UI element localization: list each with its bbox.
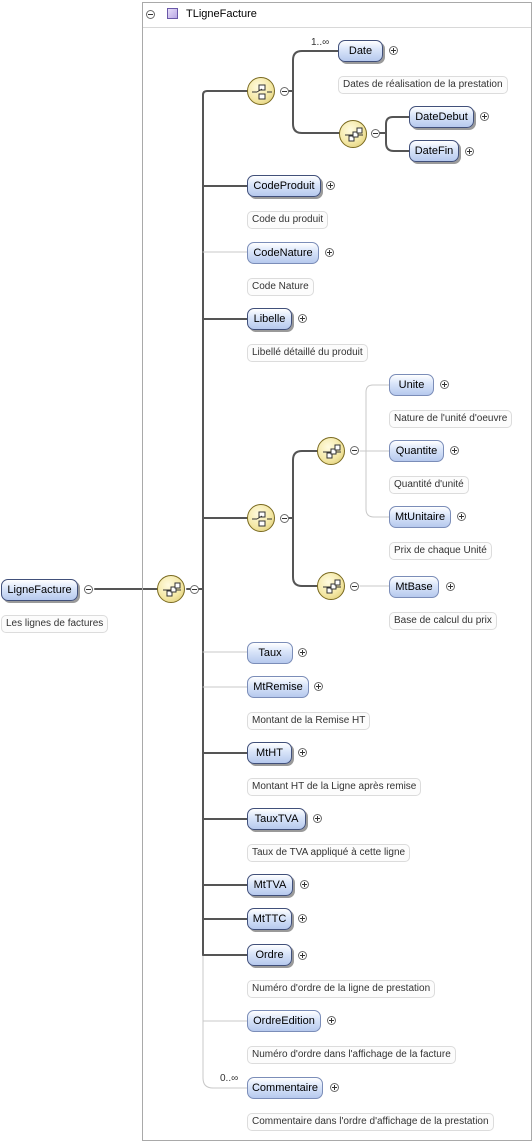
note-libelle: Libellé détaillé du produit bbox=[247, 344, 368, 362]
collapse-lignefacture-icon[interactable] bbox=[84, 585, 93, 594]
note-mtremise: Montant de la Remise HT bbox=[247, 712, 371, 730]
sequence-compositor-unit-base-icon[interactable] bbox=[317, 572, 345, 600]
element-date[interactable]: Date bbox=[338, 40, 383, 62]
element-commentaire[interactable]: Commentaire bbox=[247, 1077, 323, 1099]
expand-ordreedition-icon[interactable] bbox=[327, 1016, 336, 1025]
cardinality-date: 1..∞ bbox=[311, 37, 330, 48]
element-mtremise[interactable]: MtRemise bbox=[247, 676, 309, 698]
element-mtunitaire[interactable]: MtUnitaire bbox=[389, 506, 451, 528]
expand-date-icon[interactable] bbox=[389, 46, 398, 55]
expand-datefin-icon[interactable] bbox=[465, 147, 474, 156]
element-ordreedition[interactable]: OrdreEdition bbox=[247, 1010, 321, 1032]
collapse-unit-choice-icon[interactable] bbox=[280, 514, 289, 523]
element-taux[interactable]: Taux bbox=[247, 642, 293, 664]
sequence-compositor-icon[interactable] bbox=[157, 575, 185, 603]
element-datedebut[interactable]: DateDebut bbox=[409, 106, 474, 128]
element-mttva[interactable]: MtTVA bbox=[247, 874, 293, 896]
note-ordreedition: Numéro d'ordre dans l'affichage de la fa… bbox=[247, 1046, 456, 1064]
expand-mttva-icon[interactable] bbox=[300, 880, 309, 889]
expand-codenature-icon[interactable] bbox=[325, 248, 334, 257]
element-codenature[interactable]: CodeNature bbox=[247, 242, 319, 264]
expand-unite-icon[interactable] bbox=[440, 380, 449, 389]
collapse-main-sequence-icon[interactable] bbox=[190, 585, 199, 594]
expand-mtbase-icon[interactable] bbox=[446, 582, 455, 591]
expand-ordre-icon[interactable] bbox=[298, 951, 307, 960]
expand-libelle-icon[interactable] bbox=[298, 314, 307, 323]
note-tauxtva: Taux de TVA appliqué à cette ligne bbox=[247, 844, 411, 862]
note-date: Dates de réalisation de la prestation bbox=[338, 76, 508, 94]
collapse-type-icon[interactable] bbox=[146, 10, 155, 19]
element-mtht[interactable]: MtHT bbox=[247, 742, 292, 764]
note-mtbase: Base de calcul du prix bbox=[389, 612, 497, 630]
complex-type-frame bbox=[142, 2, 532, 1141]
element-codeproduit[interactable]: CodeProduit bbox=[247, 175, 321, 197]
choice-compositor-unit-icon[interactable] bbox=[247, 504, 275, 532]
complex-type-icon bbox=[167, 8, 178, 19]
expand-mtttc-icon[interactable] bbox=[298, 914, 307, 923]
expand-tauxtva-icon[interactable] bbox=[313, 814, 322, 823]
frame-divider bbox=[143, 27, 531, 28]
element-quantite[interactable]: Quantite bbox=[389, 440, 444, 462]
element-tauxtva[interactable]: TauxTVA bbox=[247, 808, 306, 830]
cardinality-commentaire: 0..∞ bbox=[220, 1073, 239, 1084]
expand-commentaire-icon[interactable] bbox=[330, 1083, 339, 1092]
note-lignefacture: Les lignes de factures bbox=[1, 615, 109, 633]
sequence-compositor-date-range-icon[interactable] bbox=[339, 120, 367, 148]
note-mtunitaire: Prix de chaque Unité bbox=[389, 542, 492, 560]
collapse-date-range-icon[interactable] bbox=[371, 129, 380, 138]
collapse-date-choice-icon[interactable] bbox=[280, 87, 289, 96]
element-mtbase[interactable]: MtBase bbox=[389, 576, 439, 598]
element-libelle[interactable]: Libelle bbox=[247, 308, 292, 330]
note-unite: Nature de l'unité d'oeuvre bbox=[389, 410, 513, 428]
element-datefin[interactable]: DateFin bbox=[409, 140, 459, 162]
expand-datedebut-icon[interactable] bbox=[480, 112, 489, 121]
expand-taux-icon[interactable] bbox=[298, 648, 307, 657]
collapse-unit-base-icon[interactable] bbox=[350, 582, 359, 591]
sequence-compositor-unit-detail-icon[interactable] bbox=[317, 437, 345, 465]
expand-mtunitaire-icon[interactable] bbox=[457, 512, 466, 521]
expand-codeproduit-icon[interactable] bbox=[326, 181, 335, 190]
expand-quantite-icon[interactable] bbox=[450, 446, 459, 455]
note-ordre: Numéro d'ordre de la ligne de prestation bbox=[247, 980, 436, 998]
expand-mtremise-icon[interactable] bbox=[314, 682, 323, 691]
note-mtht: Montant HT de la Ligne après remise bbox=[247, 778, 422, 796]
note-codenature: Code Nature bbox=[247, 278, 314, 296]
note-commentaire: Commentaire dans l'ordre d'affichage de … bbox=[247, 1113, 494, 1131]
note-codeproduit: Code du produit bbox=[247, 211, 329, 229]
element-mtttc[interactable]: MtTTC bbox=[247, 908, 292, 930]
choice-compositor-date-icon[interactable] bbox=[247, 77, 275, 105]
element-ordre[interactable]: Ordre bbox=[247, 944, 292, 966]
element-unite[interactable]: Unite bbox=[389, 374, 434, 396]
complex-type-name: TLigneFacture bbox=[186, 8, 257, 20]
note-quantite: Quantité d'unité bbox=[389, 476, 469, 494]
element-lignefacture[interactable]: LigneFacture bbox=[1, 579, 78, 601]
collapse-unit-detail-icon[interactable] bbox=[350, 446, 359, 455]
expand-mtht-icon[interactable] bbox=[298, 748, 307, 757]
